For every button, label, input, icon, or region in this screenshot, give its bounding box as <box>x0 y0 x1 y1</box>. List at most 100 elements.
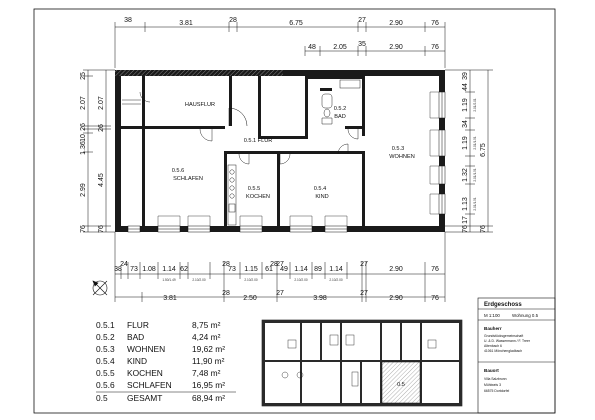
dim-bottom-mid-3: 2.50 <box>243 295 257 302</box>
sill-bottom-5: 2.10/2.00 <box>329 278 343 282</box>
bathroom-fixtures <box>321 79 361 125</box>
dim-left-inner-4: 76 <box>98 225 105 233</box>
left-dimension-text: 25 2.07 26 10 1.36 2.99 76 2.07 26 4.45 … <box>80 72 105 233</box>
dim-top-7: 76 <box>431 20 439 27</box>
legend-no: 0.5.4 <box>96 356 115 366</box>
legend-no: 0.5.3 <box>96 344 115 354</box>
north-arrow-icon <box>92 280 108 296</box>
hausflur-wall-hatch <box>115 70 283 76</box>
dim-bottom-fine-3: 73 <box>130 266 138 273</box>
title-block-site-line: 66575 Dortdorfel <box>484 389 510 393</box>
dim-right-5: 1.19 <box>462 136 469 150</box>
dim-left-7: 76 <box>80 225 87 233</box>
dim-right-2: 44 <box>462 83 469 91</box>
top-dimension-chains <box>114 22 446 68</box>
dim-bottom-fine-10: 61 <box>265 266 273 273</box>
legend-name: WOHNEN <box>127 344 165 354</box>
sheet-border <box>33 8 556 414</box>
dim-left-6: 2.99 <box>80 183 87 197</box>
legend-area: 68,94 m² <box>192 393 225 403</box>
dim-top-inner-4: 2.90 <box>389 44 403 51</box>
dim-bottom-mid-4: 27 <box>276 290 284 297</box>
area-legend: 0.5.1 FLUR 8,75 m² 0.5.2 BAD 4,24 m² 0.5… <box>96 320 236 403</box>
dim-bottom-fine-16: 1.14 <box>329 266 343 273</box>
legend-row: 0.5.5 KOCHEN 7,48 m² <box>96 368 221 378</box>
title-block-owner-line: U. & D. Wassermann / F. Treer <box>484 339 531 343</box>
dim-right-9: 76 <box>462 225 469 233</box>
room-schlafen-number: 0.5.6 <box>172 168 184 174</box>
dim-bottom-fine-4: 1.08 <box>142 266 156 273</box>
sill-bottom-3: 2.10/2.00 <box>244 278 258 282</box>
dim-top-inner-2: 2.05 <box>333 44 347 51</box>
dim-top-4: 6.75 <box>289 20 303 27</box>
dim-bottom-fine-13: 49 <box>280 266 288 273</box>
room-schlafen-label: SCHLAFEN <box>173 176 203 182</box>
dim-top-inner-1: 48 <box>308 44 316 51</box>
dim-right-1: 39 <box>462 72 469 80</box>
dim-right-8: 17 <box>462 216 469 224</box>
key-plan-unit-label: 0.5 <box>397 382 405 388</box>
sill-right-2: 2.01/1.51 <box>473 136 477 150</box>
dim-right-inner-2: 76 <box>480 225 487 233</box>
dim-bottom-fine-18: 2.90 <box>389 266 403 273</box>
dim-left-2: 2.07 <box>80 96 87 110</box>
legend-name: KOCHEN <box>127 368 163 378</box>
dim-bottom-fine-2: 24 <box>120 261 128 268</box>
title-block-owner-line: Altenbach 6 <box>484 344 502 348</box>
dim-bottom-fine-14: 1.14 <box>294 266 308 273</box>
dim-bottom-mid-1: 3.81 <box>163 295 177 302</box>
dim-left-inner-3: 4.45 <box>98 173 105 187</box>
legend-no: 0.5.5 <box>96 368 115 378</box>
dim-left-3: 26 <box>80 123 87 131</box>
title-block-title: Erdgeschoss <box>484 302 522 308</box>
dim-right-4: 34 <box>462 120 469 128</box>
floor-plan: HAUSFLUR 0.5.1 FLUR 0.5.2 BAD 0.5.3 WOHN… <box>115 70 446 233</box>
kitchen-counter <box>227 164 237 226</box>
room-hausflur-label: HAUSFLUR <box>185 102 215 108</box>
bottom-windows <box>127 225 348 233</box>
legend-row: 0.5.1 FLUR 8,75 m² <box>96 320 221 330</box>
dim-top-inner-5: 76 <box>431 44 439 51</box>
legend-area: 19,62 m² <box>192 344 225 354</box>
room-kind-number: 0.5.4 <box>314 186 326 192</box>
legend-no: 0.5.1 <box>96 320 115 330</box>
right-dimension-text: 39 44 1.19 34 1.19 1.32 1.13 17 76 6.75 … <box>462 72 487 233</box>
room-wohnen-number: 0.5.3 <box>392 146 404 152</box>
title-block-site-line: Villa Salzbrunn <box>484 377 507 381</box>
legend-area: 11,90 m² <box>192 356 225 366</box>
room-kochen-number: 0.5.5 <box>248 186 260 192</box>
legend-name: BAD <box>127 332 144 342</box>
dim-bottom-fine-15: 89 <box>314 266 322 273</box>
title-block-owner-line: Grundstücksgemeinschaft <box>484 334 523 338</box>
legend-area: 8,75 m² <box>192 320 221 330</box>
dim-bottom-mid-2: 28 <box>222 290 230 297</box>
interior-walls <box>121 76 365 226</box>
title-block-scale: M 1:100 <box>484 313 500 318</box>
dim-left-inner-2: 26 <box>98 124 105 132</box>
storage-niche <box>122 99 141 105</box>
dim-bottom-fine-8: 73 <box>228 266 236 273</box>
key-plan-unit-highlight <box>381 361 421 404</box>
dim-top-3: 28 <box>229 17 237 24</box>
room-kochen-label: KOCHEN <box>246 194 270 200</box>
dim-bottom-mid-8: 76 <box>431 295 439 302</box>
legend-area: 4,24 m² <box>192 332 221 342</box>
legend-name: KIND <box>127 356 147 366</box>
sill-bottom-1: 1.50/1.49 <box>162 278 176 282</box>
dim-bottom-mid-5: 3.98 <box>313 295 327 302</box>
dim-bottom-fine-1: 38 <box>114 266 122 273</box>
room-bad-number: 0.5.2 <box>334 106 346 112</box>
legend-row: 0.5.4 KIND 11,90 m² <box>96 356 225 366</box>
room-wohnen-label: WOHNEN <box>389 154 414 160</box>
right-windows <box>438 91 446 215</box>
sill-right-4: 2.01/1.51 <box>473 197 477 211</box>
legend-area: 7,48 m² <box>192 368 221 378</box>
dim-left-1: 25 <box>80 72 87 80</box>
bottom-dimension-text: 38 24 73 1.08 1.14 62 28 73 1.15 61 28 2… <box>114 261 439 302</box>
title-block-owner-heading: Bauherr <box>484 326 502 331</box>
bottom-dimension-chains <box>114 232 446 302</box>
dim-top-6: 2.90 <box>389 20 403 27</box>
left-dimension-chains <box>83 69 115 233</box>
dim-bottom-mid-7: 2.90 <box>389 295 403 302</box>
room-bad-label: BAD <box>334 114 346 120</box>
